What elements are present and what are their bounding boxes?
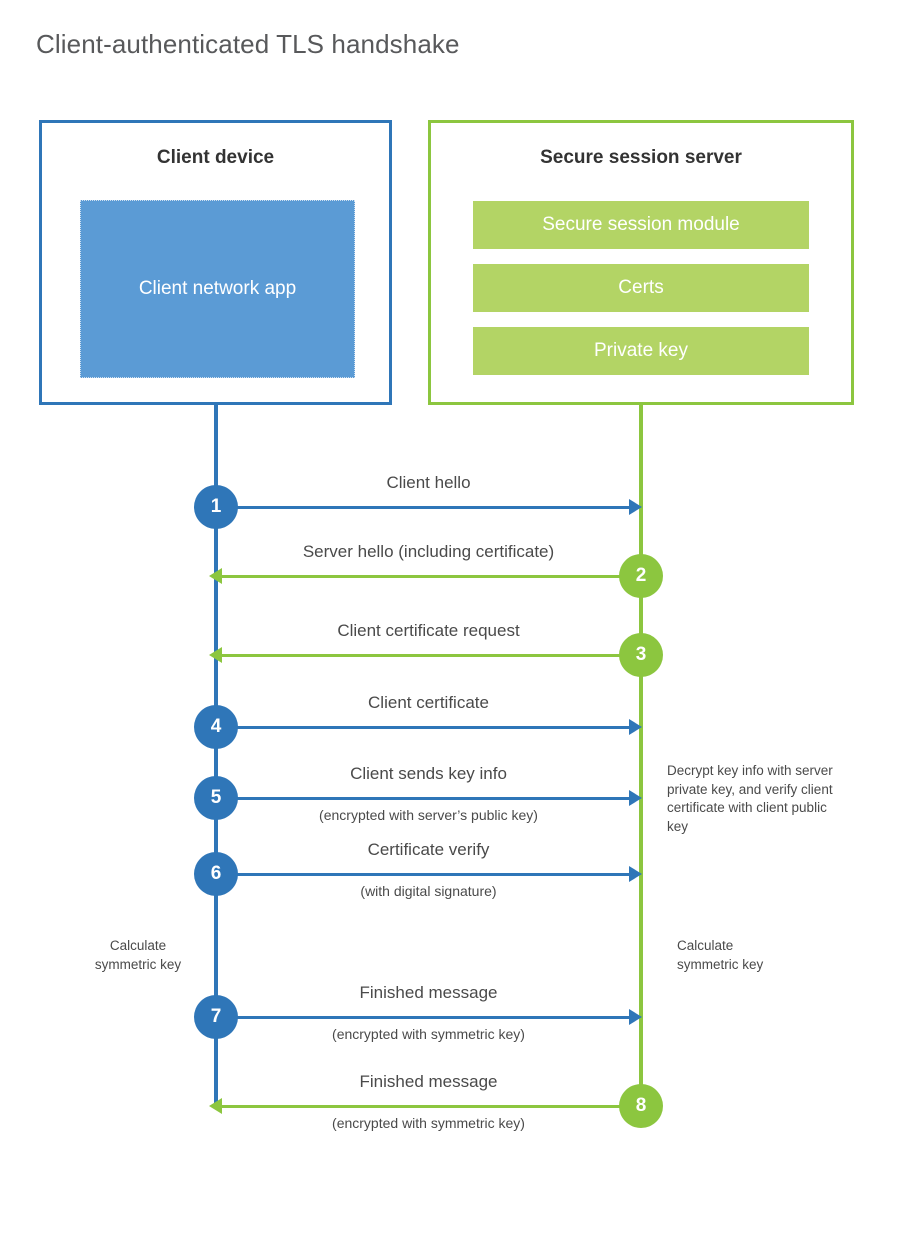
step-circle-3[interactable]: 3 xyxy=(619,633,663,677)
message-label-5: Client sends key info xyxy=(350,764,507,783)
step-circle-8[interactable]: 8 xyxy=(619,1084,663,1128)
arrowhead-4 xyxy=(629,719,642,735)
message-label-4: Client certificate xyxy=(368,693,489,712)
secure-session-server-title: Secure session server xyxy=(540,147,742,168)
message-sublabel-6: (with digital signature) xyxy=(360,883,497,899)
message-label-3: Client certificate request xyxy=(337,621,520,640)
message-label-8: Finished message xyxy=(359,1072,498,1091)
message-label-6: Certificate verify xyxy=(367,840,490,859)
client-lifeline xyxy=(214,405,218,1108)
server-module-private-key: Private key xyxy=(473,327,809,375)
client-device-box: Client device Client network app xyxy=(39,120,392,405)
message-label-7: Finished message xyxy=(359,983,498,1002)
server-lifeline xyxy=(639,405,643,1106)
message-line-7 xyxy=(216,1016,630,1019)
message-line-8 xyxy=(222,1105,641,1108)
step-circle-7[interactable]: 7 xyxy=(194,995,238,1039)
step-circle-5[interactable]: 5 xyxy=(194,776,238,820)
message-label-2: Server hello (including certificate) xyxy=(302,542,555,561)
note-calculate-symmetric-key-client: Calculate symmetric key xyxy=(94,938,182,972)
step-circle-2[interactable]: 2 xyxy=(619,554,663,598)
message-line-2 xyxy=(222,575,641,578)
page-title: Client-authenticated TLS handshake xyxy=(36,29,460,59)
note-calculate-symmetric-key-server: Calculate symmetric key xyxy=(677,938,764,972)
message-label-1: Client hello xyxy=(386,473,471,492)
server-module-secure-session-module: Secure session module xyxy=(473,201,809,249)
server-module-certs: Certs xyxy=(473,264,809,312)
message-sublabel-8: (encrypted with symmetric key) xyxy=(332,1115,525,1131)
message-line-5 xyxy=(216,797,630,800)
note-decrypt-key-info: Decrypt key info with server private key… xyxy=(667,763,833,834)
message-line-3 xyxy=(222,654,641,657)
secure-session-server-box: Secure session server Secure session mod… xyxy=(428,120,854,405)
message-sublabel-5: (encrypted with server’s public key) xyxy=(319,807,538,823)
arrowhead-5 xyxy=(629,790,642,806)
client-network-app-block: Client network app xyxy=(80,200,355,378)
arrowhead-3 xyxy=(209,647,222,663)
message-sublabel-7: (encrypted with symmetric key) xyxy=(332,1026,525,1042)
step-circle-4[interactable]: 4 xyxy=(194,705,238,749)
arrowhead-7 xyxy=(629,1009,642,1025)
message-line-1 xyxy=(216,506,630,509)
step-circle-1[interactable]: 1 xyxy=(194,485,238,529)
arrowhead-6 xyxy=(629,866,642,882)
arrowhead-8 xyxy=(209,1098,222,1114)
message-line-4 xyxy=(216,726,630,729)
arrowhead-1 xyxy=(629,499,642,515)
client-device-title: Client device xyxy=(156,147,275,168)
message-line-6 xyxy=(216,873,630,876)
step-circle-6[interactable]: 6 xyxy=(194,852,238,896)
arrowhead-2 xyxy=(209,568,222,584)
